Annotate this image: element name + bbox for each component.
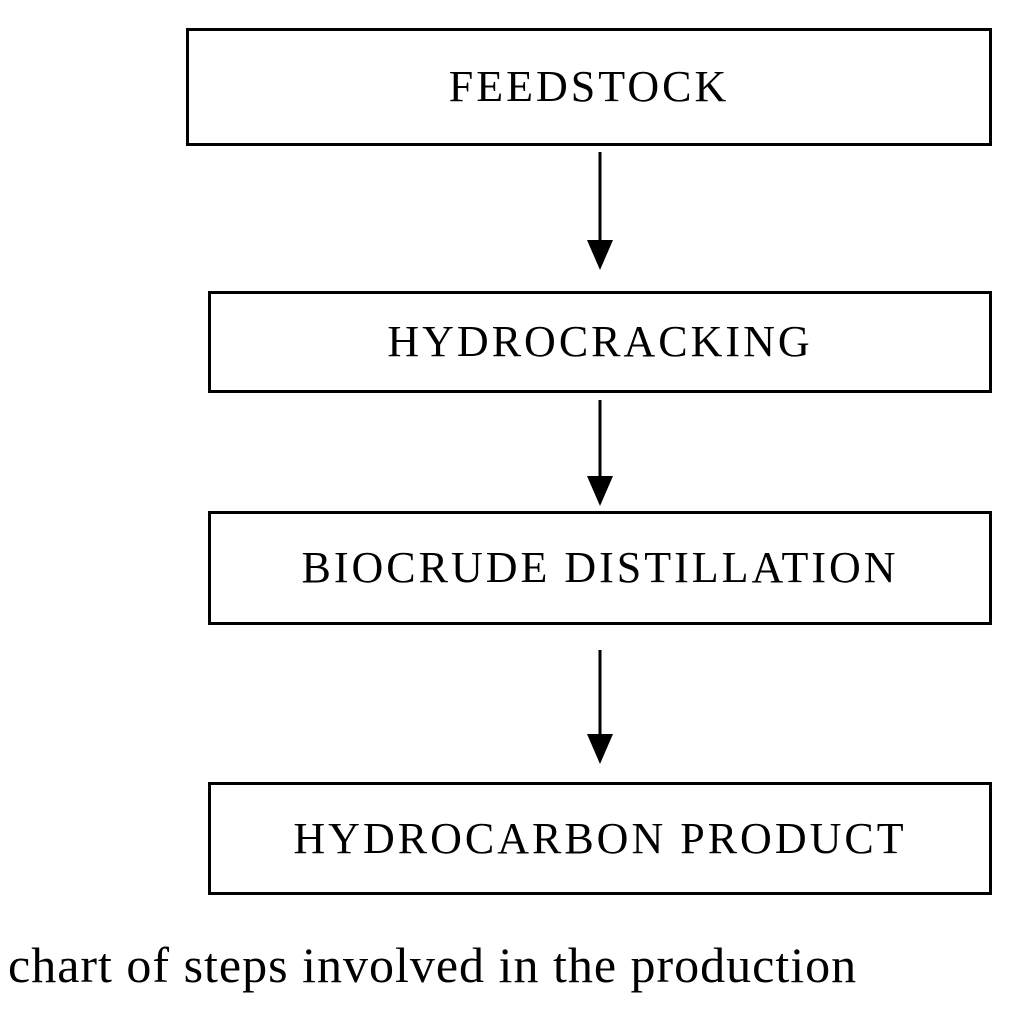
flow-step-hydrocracking: HYDROCRACKING	[208, 291, 992, 393]
flow-step-label: BIOCRUDE DISTILLATION	[301, 543, 899, 592]
down-arrow-icon	[580, 152, 620, 272]
flow-step-feedstock: FEEDSTOCK	[186, 28, 992, 146]
flow-step-label: HYDROCRACKING	[387, 317, 813, 366]
flow-step-label: HYDROCARBON PRODUCT	[293, 813, 907, 863]
flow-step-biocrude-distillation: BIOCRUDE DISTILLATION	[208, 511, 992, 625]
flow-step-hydrocarbon-product: HYDROCARBON PRODUCT	[208, 782, 992, 895]
flow-step-label: FEEDSTOCK	[448, 62, 730, 111]
down-arrow-icon	[580, 650, 620, 766]
down-arrow-icon	[580, 400, 620, 508]
figure-caption: chart of steps involved in the productio…	[8, 937, 858, 993]
